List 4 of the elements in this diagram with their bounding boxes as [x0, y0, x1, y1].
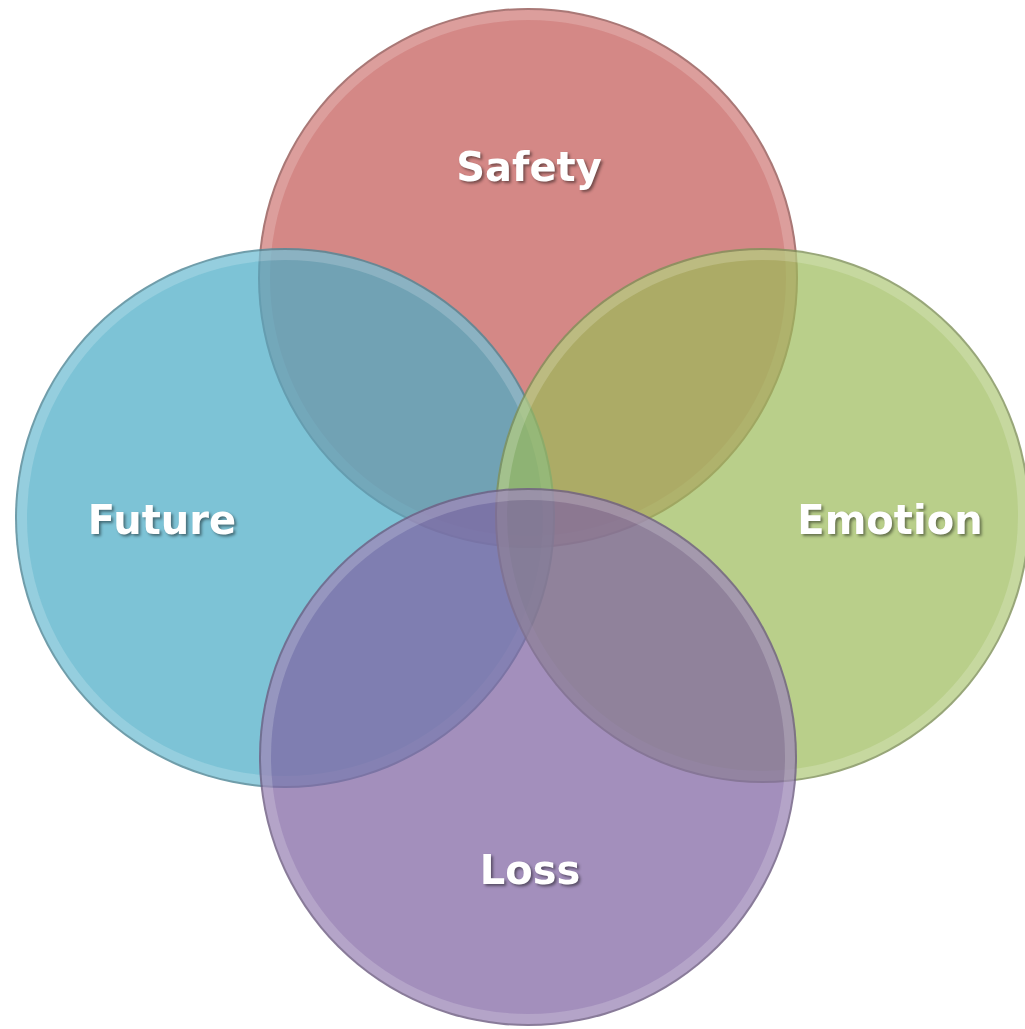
circle-label: Loss [479, 847, 581, 893]
circle-label: Safety [456, 144, 602, 190]
circle-label: Future [87, 497, 237, 543]
circle-label: Emotion [797, 497, 983, 543]
